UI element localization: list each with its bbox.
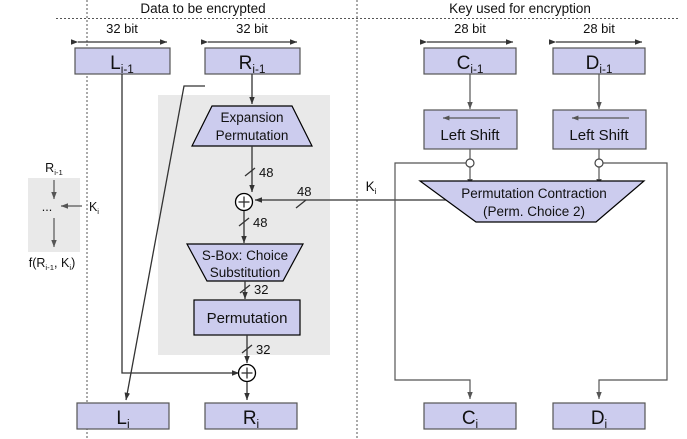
left-shift-d-label: Left Shift	[569, 127, 629, 144]
c-next-box	[423, 402, 517, 430]
r-next-label: Ri	[243, 408, 259, 431]
sbox-line2: Substitution	[210, 265, 281, 280]
junction-dot-d	[594, 158, 604, 168]
sbox-line1: S-Box: Choice	[202, 248, 288, 263]
d-prev-label: Di-1	[586, 53, 613, 76]
bus-tick-xor-out	[238, 217, 250, 227]
bus-tick-expansion-out	[244, 167, 256, 177]
left-shift-c-block	[423, 109, 518, 150]
permutation-block	[193, 299, 301, 336]
bus-label-sbox-out: 32	[254, 282, 268, 297]
junction-dot-c	[465, 158, 475, 168]
width-label-l: 32 bit	[106, 21, 138, 36]
wire-lprev-to-xor	[121, 74, 240, 376]
c-next-label: Ci	[462, 408, 478, 431]
subkey-label: Ki	[366, 179, 377, 196]
bus-label-permutation-out: 32	[256, 342, 270, 357]
key-section-header: Key used for encryption	[449, 1, 591, 16]
bus-label-expansion-out: 48	[259, 165, 273, 180]
bus-tick-sbox-out	[239, 284, 251, 294]
bus-label-xor-key-in: 48	[297, 184, 311, 199]
l-next-box	[76, 402, 170, 430]
expansion-permutation-line1: Expansion	[220, 110, 283, 125]
l-prev-label: Li-1	[110, 53, 134, 76]
wire-leftshift-c-to-cnext	[394, 162, 473, 400]
permutation-contraction-line1: Permutation Contraction	[461, 186, 607, 201]
c-prev-label: Ci-1	[457, 53, 484, 76]
permutation-contraction-line2: (Perm. Choice 2)	[483, 204, 585, 219]
legend-output-label: f(Ri-1, Ki)	[29, 256, 76, 272]
width-indicator-c: 28 bit	[419, 21, 514, 45]
width-label-d: 28 bit	[583, 21, 615, 36]
permutation-contraction-block	[418, 180, 646, 223]
d-prev-box	[552, 47, 646, 75]
width-indicator-r: 32 bit	[200, 21, 298, 45]
wire-rprev-to-lnext	[124, 85, 205, 401]
bus-tick-permutation-out	[241, 344, 253, 354]
bus-tick-xor-key-in	[295, 199, 307, 209]
width-label-r: 32 bit	[236, 21, 268, 36]
bus-label-xor-out: 48	[253, 215, 267, 230]
left-shift-c-label: Left Shift	[440, 127, 500, 144]
d-next-box	[552, 402, 646, 430]
legend-ellipsis: ...	[42, 200, 52, 214]
sbox-block	[185, 243, 305, 282]
expansion-permutation-block	[191, 105, 313, 147]
r-next-box	[204, 402, 298, 430]
wire-leftshift-d-to-dnext	[596, 162, 668, 400]
width-label-c: 28 bit	[454, 21, 486, 36]
expansion-permutation-line2: Permutation	[216, 128, 289, 143]
legend-key-label: Ki	[89, 200, 99, 216]
permutation-label: Permutation	[207, 310, 288, 327]
legend-input-label: Ri-1	[45, 161, 63, 177]
width-indicator-l: 32 bit	[70, 21, 168, 45]
d-next-label: Di	[591, 408, 607, 431]
width-indicator-d: 28 bit	[548, 21, 643, 45]
r-prev-label: Ri-1	[239, 53, 266, 76]
l-next-label: Li	[116, 408, 129, 431]
data-section-header: Data to be encrypted	[140, 1, 265, 16]
